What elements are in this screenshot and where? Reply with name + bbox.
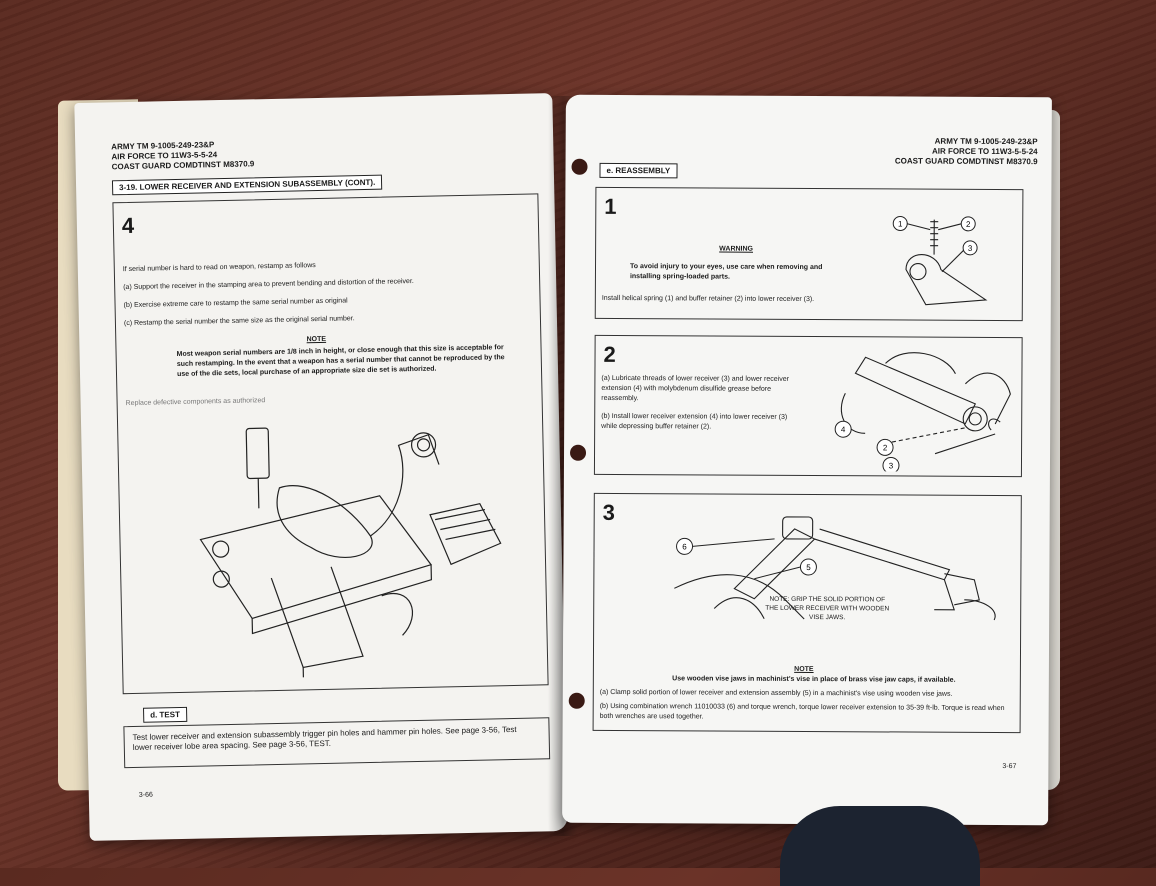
step2-item-b: (b) Install lower receiver extension (4)… — [601, 412, 788, 431]
figure-note: NOTE: GRIP THE SOLID PORTION OF THE LOWE… — [765, 595, 890, 622]
right-page: ARMY TM 9-1005-249-23&P AIR FORCE TO 11W… — [562, 94, 1052, 826]
step-number: 1 — [604, 193, 617, 219]
left-page: ARMY TM 9-1005-249-23&P AIR FORCE TO 11W… — [74, 93, 568, 841]
page-number: 3-67 — [1002, 763, 1017, 771]
step3-item-a: (a) Clamp solid portion of lower receive… — [599, 688, 953, 698]
callout-2: 2 — [966, 220, 971, 229]
warning-text: To avoid injury to your eyes, use care w… — [629, 263, 823, 281]
warning-label: WARNING — [719, 245, 754, 253]
item-a: (a) Support the receiver in the stamping… — [123, 278, 414, 292]
extension-install-illustration: 4 2 3 — [834, 352, 1011, 473]
note-label: NOTE — [306, 335, 327, 344]
note-label: NOTE — [794, 665, 814, 674]
binder-hole — [571, 158, 588, 175]
note-text: Use wooden vise jaws in machinist's vise… — [672, 675, 956, 684]
step2-item-a: (a) Lubricate threads of lower receiver … — [601, 374, 789, 403]
section-title: 3-19. LOWER RECEIVER AND EXTENSION SUBAS… — [111, 174, 383, 196]
step-3-frame: 3 6 5 NOTE: GRIP THE SOLID PORTION OF TH… — [592, 492, 1022, 734]
step1-instruction: Install helical spring (1) and buffer re… — [601, 294, 815, 304]
test-text: Test lower receiver and extension subass… — [132, 724, 517, 753]
replace-text: Replace defective components as authoriz… — [125, 397, 266, 408]
step-4-frame: 4 If serial number is hard to read on we… — [112, 193, 549, 695]
step3-item-b: (b) Using combination wrench 11010033 (6… — [599, 702, 1005, 721]
header-line: COAST GUARD COMDTINST M8370.9 — [111, 159, 255, 172]
callout-2: 2 — [883, 443, 888, 452]
callout-3: 3 — [968, 244, 973, 253]
stamping-illustration — [199, 427, 502, 678]
intro-text: If serial number is hard to read on weap… — [122, 262, 316, 274]
step-2-frame: 2 (a) Lubricate threads of lower receive… — [593, 334, 1023, 478]
callout-5: 5 — [806, 563, 811, 572]
callout-3: 3 — [889, 461, 894, 470]
step-number: 4 — [121, 212, 135, 239]
test-frame: Test lower receiver and extension subass… — [123, 717, 551, 769]
step-number: 3 — [602, 499, 616, 525]
item-b: (b) Exercise extreme care to restamp the… — [123, 297, 348, 310]
test-tab: d. TEST — [143, 706, 188, 723]
step-1-frame: 1 WARNING To avoid injury to your eyes, … — [594, 186, 1024, 322]
binder-hole — [569, 444, 587, 461]
left-header: ARMY TM 9-1005-249-23&P AIR FORCE TO 11W… — [111, 139, 254, 172]
binder-hole — [568, 692, 585, 709]
callout-1: 1 — [898, 219, 903, 228]
vise-torque-illustration: 6 5 — [674, 516, 996, 621]
shoe — [780, 806, 980, 886]
callout-6: 6 — [682, 542, 687, 551]
step-number: 2 — [603, 341, 616, 367]
callout-4: 4 — [841, 425, 846, 434]
right-header: ARMY TM 9-1005-249-23&P AIR FORCE TO 11W… — [895, 136, 1038, 167]
reassembly-tab: e. REASSEMBLY — [599, 162, 678, 179]
note-text: Most weapon serial numbers are 1/8 inch … — [176, 344, 505, 378]
page-number: 3-66 — [138, 791, 153, 799]
header-line: COAST GUARD COMDTINST M8370.9 — [894, 156, 1038, 167]
item-c: (c) Restamp the serial number the same s… — [123, 315, 355, 328]
spring-retainer-illustration: 1 2 3 — [892, 215, 988, 306]
